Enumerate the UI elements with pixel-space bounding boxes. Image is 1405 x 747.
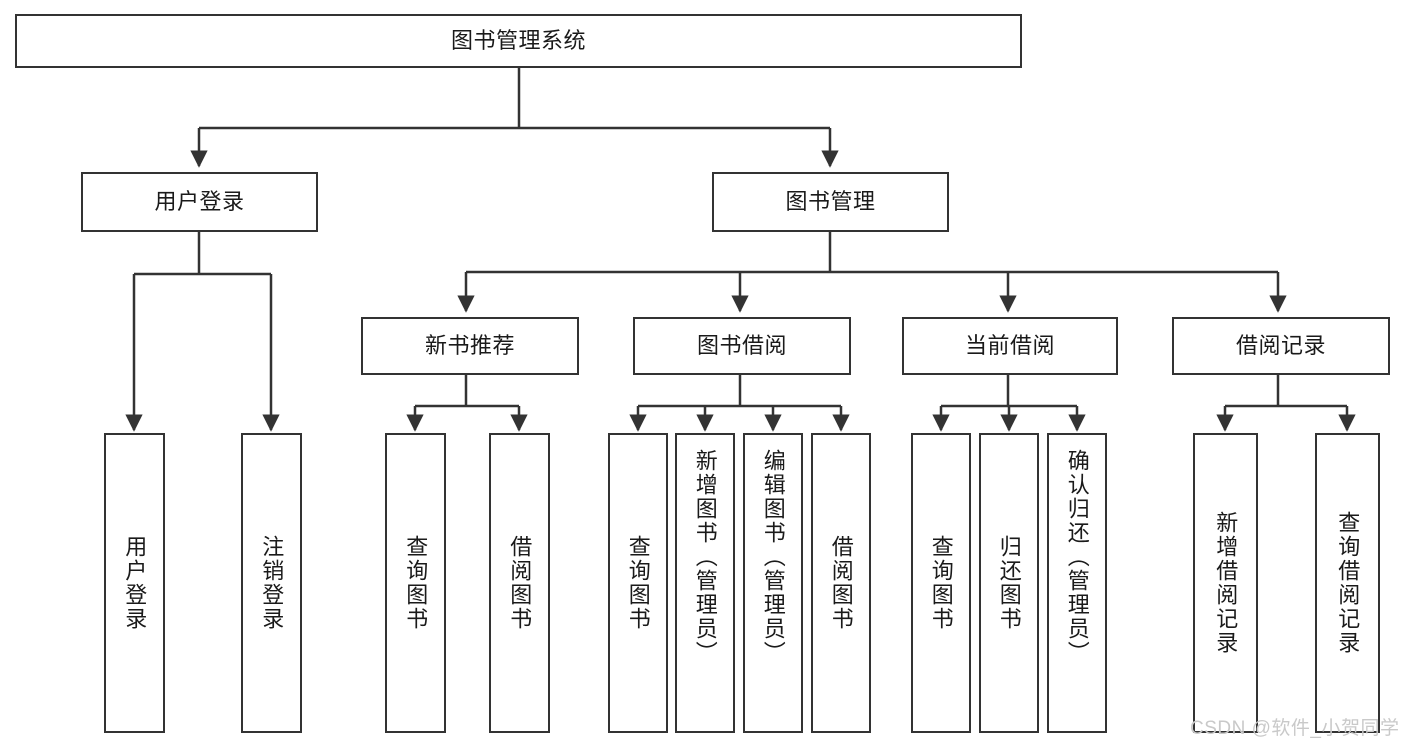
leaf-current-query-book[interactable]: 查询图书 — [911, 433, 971, 733]
leaf-record-query-record-label: 查询借阅记录 — [1335, 511, 1361, 655]
leaf-current-confirm-return-label: 确认归还（管理员） — [1064, 449, 1090, 665]
node-root-system[interactable]: 图书管理系统 — [15, 14, 1022, 68]
leaf-record-query-record[interactable]: 查询借阅记录 — [1315, 433, 1380, 733]
node-user-login-label: 用户登录 — [154, 188, 245, 214]
leaf-current-return-book[interactable]: 归还图书 — [979, 433, 1039, 733]
leaf-borrow-add-book-label: 新增图书（管理员） — [692, 449, 718, 665]
node-book-management-label: 图书管理 — [785, 188, 876, 214]
node-borrow-record-label: 借阅记录 — [1235, 332, 1326, 358]
leaf-user-login-logout[interactable]: 注销登录 — [241, 433, 302, 733]
leaf-borrow-borrow-book-label: 借阅图书 — [828, 535, 854, 631]
leaf-user-login-logout-label: 注销登录 — [259, 535, 285, 631]
node-user-login[interactable]: 用户登录 — [81, 172, 318, 232]
leaf-current-return-book-label: 归还图书 — [996, 535, 1022, 631]
node-current-borrow[interactable]: 当前借阅 — [902, 317, 1118, 375]
leaf-new-book-borrow-book-label: 借阅图书 — [507, 535, 533, 631]
node-book-management[interactable]: 图书管理 — [712, 172, 949, 232]
leaf-record-add-record[interactable]: 新增借阅记录 — [1193, 433, 1258, 733]
node-current-borrow-label: 当前借阅 — [964, 332, 1055, 358]
node-new-book-recommend-label: 新书推荐 — [424, 332, 515, 358]
node-borrow-record[interactable]: 借阅记录 — [1172, 317, 1390, 375]
leaf-new-book-query-book[interactable]: 查询图书 — [385, 433, 446, 733]
leaf-borrow-edit-book[interactable]: 编辑图书（管理员） — [743, 433, 803, 733]
node-book-borrow-label: 图书借阅 — [696, 332, 787, 358]
leaf-new-book-borrow-book[interactable]: 借阅图书 — [489, 433, 550, 733]
leaf-new-book-query-book-label: 查询图书 — [403, 535, 429, 631]
leaf-current-query-book-label: 查询图书 — [928, 535, 954, 631]
leaf-borrow-query-book[interactable]: 查询图书 — [608, 433, 668, 733]
leaf-user-login-login[interactable]: 用户登录 — [104, 433, 165, 733]
leaf-borrow-borrow-book[interactable]: 借阅图书 — [811, 433, 871, 733]
node-new-book-recommend[interactable]: 新书推荐 — [361, 317, 579, 375]
node-root-system-label: 图书管理系统 — [450, 27, 586, 53]
leaf-record-add-record-label: 新增借阅记录 — [1213, 511, 1239, 655]
node-book-borrow[interactable]: 图书借阅 — [633, 317, 851, 375]
leaf-borrow-query-book-label: 查询图书 — [625, 535, 651, 631]
leaf-borrow-add-book[interactable]: 新增图书（管理员） — [675, 433, 735, 733]
leaf-current-confirm-return[interactable]: 确认归还（管理员） — [1047, 433, 1107, 733]
leaf-user-login-login-label: 用户登录 — [122, 535, 148, 631]
leaf-borrow-edit-book-label: 编辑图书（管理员） — [760, 449, 786, 665]
